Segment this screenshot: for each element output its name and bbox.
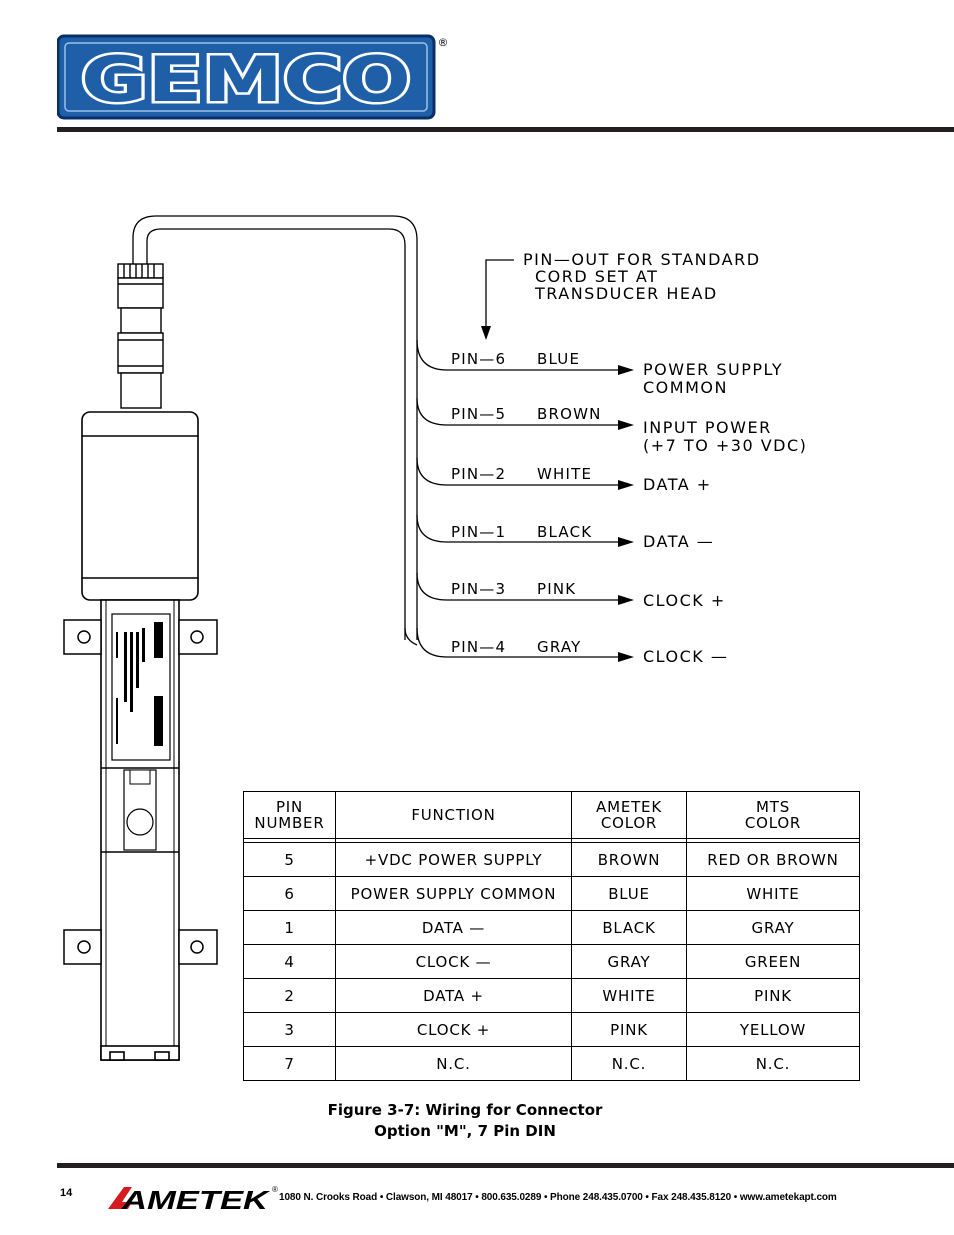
cell-function: DATA + bbox=[335, 978, 572, 1013]
cell-pin: 3 bbox=[243, 1012, 336, 1047]
figure-caption-line-2: Option "M", 7 Pin DIN bbox=[374, 1122, 556, 1140]
cell-ametek-color: BLUE bbox=[571, 876, 687, 911]
wire-pin-4: PIN—4 GRAY CLOCK — bbox=[404, 627, 728, 666]
pin-table: PIN NUMBER FUNCTION AMETEK COLOR MTS COL… bbox=[243, 791, 860, 1081]
cell-function: POWER SUPPLY COMMON bbox=[335, 876, 572, 911]
table-header-row: PIN NUMBER FUNCTION AMETEK COLOR MTS COL… bbox=[243, 791, 860, 839]
cell-function: CLOCK — bbox=[335, 944, 572, 979]
header-ametek-color: AMETEK COLOR bbox=[571, 791, 687, 839]
pinout-note-line-3: TRANSDUCER HEAD bbox=[534, 284, 718, 303]
cell-pin: 5 bbox=[243, 842, 336, 877]
header-mts-color: MTS COLOR bbox=[686, 791, 860, 839]
wire-signal-label: POWER SUPPLY bbox=[643, 360, 783, 379]
ametek-registered-mark: ® bbox=[272, 1185, 278, 1194]
wire-pin-label: PIN—4 bbox=[451, 638, 506, 656]
din-connector bbox=[117, 263, 164, 409]
wire-color-label: BROWN bbox=[537, 405, 602, 423]
cell-ametek-color: GRAY bbox=[571, 944, 687, 979]
wire-pin-5: PIN—5 BROWN INPUT POWER (+7 TO +30 VDC) bbox=[416, 397, 807, 455]
ametek-logo-text: AMETEK bbox=[121, 1185, 271, 1213]
header-pin-number: PIN NUMBER bbox=[243, 791, 336, 839]
cell-ametek-color: N.C. bbox=[571, 1046, 687, 1081]
cell-ametek-color: WHITE bbox=[571, 978, 687, 1013]
wire-pin-label: PIN—1 bbox=[451, 523, 506, 541]
table-row: 4 CLOCK — GRAY GREEN bbox=[243, 944, 860, 979]
gemco-registered-mark: ® bbox=[438, 36, 449, 49]
table-row: 7 N.C. N.C. N.C. bbox=[243, 1046, 860, 1081]
wire-signal-label-2: COMMON bbox=[643, 378, 728, 397]
wire-color-label: PINK bbox=[537, 580, 576, 598]
footer-address: 1080 N. Crooks Road • Clawson, MI 48017 … bbox=[279, 1192, 837, 1203]
wiring-diagram: PIN—OUT FOR STANDARD CORD SET AT TRANSDU… bbox=[63, 215, 807, 1061]
footer-rule bbox=[57, 1163, 954, 1168]
cell-pin: 6 bbox=[243, 876, 336, 911]
wire-pin-label: PIN—5 bbox=[451, 405, 506, 423]
figure-caption: Figure 3-7: Wiring for Connector Option … bbox=[240, 1100, 690, 1142]
wire-pin-label: PIN—3 bbox=[451, 580, 506, 598]
cell-pin: 2 bbox=[243, 978, 336, 1013]
gemco-logo: GEMCO ® bbox=[57, 34, 449, 120]
figure-caption-line-1: Figure 3-7: Wiring for Connector bbox=[327, 1101, 603, 1119]
wire-color-label: BLUE bbox=[537, 350, 580, 368]
cell-function: DATA — bbox=[335, 910, 572, 945]
pinout-note-line-2: CORD SET AT bbox=[535, 267, 658, 286]
wire-signal-label: DATA — bbox=[643, 532, 714, 551]
page-number: 14 bbox=[60, 1187, 73, 1199]
gemco-logo-text: GEMCO bbox=[81, 43, 411, 116]
cell-ametek-color: BLACK bbox=[571, 910, 687, 945]
wire-color-label: GRAY bbox=[537, 638, 582, 656]
cell-mts-color: WHITE bbox=[686, 876, 860, 911]
cell-ametek-color: PINK bbox=[571, 1012, 687, 1047]
cell-pin: 4 bbox=[243, 944, 336, 979]
nameplate-printing bbox=[116, 622, 163, 746]
wire-color-label: WHITE bbox=[537, 465, 592, 483]
cell-function: CLOCK + bbox=[335, 1012, 572, 1047]
wire-signal-label: INPUT POWER bbox=[643, 418, 772, 437]
pinout-note-line-1: PIN—OUT FOR STANDARD bbox=[523, 250, 761, 269]
cell-ametek-color: BROWN bbox=[571, 842, 687, 877]
cell-mts-color: RED OR BROWN bbox=[686, 842, 860, 877]
table-row: 1 DATA — BLACK GRAY bbox=[243, 910, 860, 945]
table-row: 2 DATA + WHITE PINK bbox=[243, 978, 860, 1013]
cell-mts-color: PINK bbox=[686, 978, 860, 1013]
transducer-body bbox=[100, 599, 180, 1061]
mounting-brackets bbox=[63, 619, 218, 965]
wire-pin-label: PIN—6 bbox=[451, 350, 506, 368]
wire-signal-label-2: (+7 TO +30 VDC) bbox=[643, 436, 807, 455]
wire-signal-label: CLOCK — bbox=[643, 647, 728, 666]
cell-function: N.C. bbox=[335, 1046, 572, 1081]
wire-pin-1: PIN—1 BLACK DATA — bbox=[416, 514, 714, 551]
ametek-logo: AMETEK ® bbox=[108, 1185, 278, 1213]
wire-pin-6: PIN—6 BLUE POWER SUPPLY COMMON bbox=[416, 339, 783, 397]
cell-mts-color: N.C. bbox=[686, 1046, 860, 1081]
table-row: 3 CLOCK + PINK YELLOW bbox=[243, 1012, 860, 1047]
wire-signal-label: CLOCK + bbox=[643, 591, 726, 610]
cell-pin: 1 bbox=[243, 910, 336, 945]
cell-mts-color: GRAY bbox=[686, 910, 860, 945]
table-row: 5 +VDC POWER SUPPLY BROWN RED OR BROWN bbox=[243, 842, 860, 877]
wire-pin-2: PIN—2 WHITE DATA + bbox=[416, 457, 712, 494]
cell-pin: 7 bbox=[243, 1046, 336, 1081]
pinout-note: PIN—OUT FOR STANDARD CORD SET AT TRANSDU… bbox=[481, 250, 761, 340]
wire-pin-label: PIN—2 bbox=[451, 465, 506, 483]
cable bbox=[132, 215, 418, 640]
cell-function: +VDC POWER SUPPLY bbox=[335, 842, 572, 877]
cell-mts-color: GREEN bbox=[686, 944, 860, 979]
cell-mts-color: YELLOW bbox=[686, 1012, 860, 1047]
transducer-head bbox=[81, 411, 199, 601]
header-function: FUNCTION bbox=[335, 791, 572, 839]
header-rule bbox=[57, 127, 954, 132]
table-row: 6 POWER SUPPLY COMMON BLUE WHITE bbox=[243, 876, 860, 911]
wire-signal-label: DATA + bbox=[643, 475, 712, 494]
wire-pin-3: PIN—3 PINK CLOCK + bbox=[416, 572, 726, 610]
wire-color-label: BLACK bbox=[537, 523, 592, 541]
